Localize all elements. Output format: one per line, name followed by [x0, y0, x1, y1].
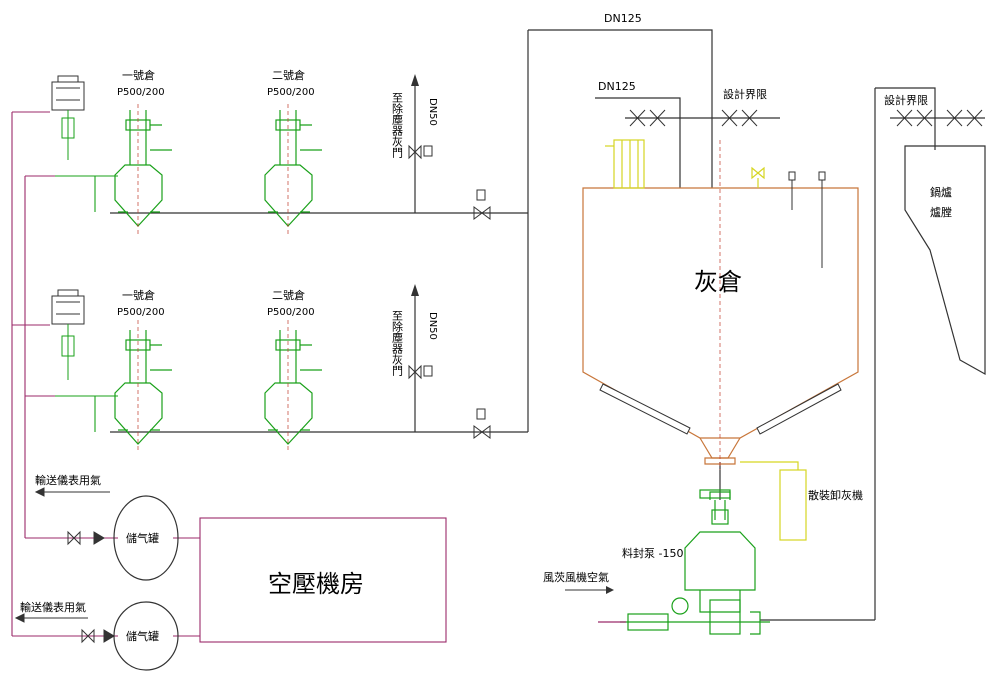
vessel-2	[264, 110, 322, 227]
dn125-inner-label: DN125	[598, 80, 636, 93]
silo-bag-filter	[605, 139, 645, 189]
dn50-label-1: DN50	[427, 98, 438, 126]
vessel-4	[264, 330, 322, 445]
boundary-label-1: 設計界限	[723, 87, 767, 101]
seal-pump-label: 料封泵 -150	[622, 546, 683, 560]
vessel-2-model: P500/200	[267, 87, 315, 98]
boundary-x-marks	[629, 109, 983, 127]
silo-top-instruments	[788, 171, 826, 268]
vessel-air-feeds	[55, 175, 118, 432]
vessel-3-name: 一號倉	[122, 288, 155, 302]
silo-fluidizers	[599, 383, 842, 435]
silo-safety-valve	[751, 166, 765, 188]
vessel-2-name: 二號倉	[272, 68, 305, 82]
air-tanks	[113, 495, 179, 671]
air-tank-2	[113, 601, 179, 671]
instrument-air-label-1: 輸送儀表用氣	[35, 473, 101, 487]
instrument-air-label-2: 輸送儀表用氣	[20, 600, 86, 614]
air-tank-1-label: 儲气罐	[126, 531, 159, 545]
vessel-4-name: 二號倉	[272, 288, 305, 302]
vessel-1-name: 一號倉	[122, 68, 155, 82]
ash-silo	[582, 187, 859, 465]
ash-silo-label: 灰倉	[694, 268, 742, 296]
conveying-pipes	[110, 29, 985, 621]
vessel-4-model: P500/200	[267, 307, 315, 318]
vessel-3	[114, 330, 172, 445]
dust-valve-label-2: 至除塵器灰門	[391, 310, 404, 377]
boundary-label-2: 設計界限	[884, 93, 928, 107]
boiler-label-2: 爐膛	[930, 205, 952, 219]
dn50-arrows	[411, 74, 419, 296]
compressor-room-label: 空壓機房	[268, 570, 364, 598]
bulk-unloader	[740, 461, 807, 541]
dn50-label-2: DN50	[427, 312, 438, 340]
boiler-label-1: 鍋爐	[930, 185, 952, 199]
seal-pump	[620, 489, 770, 635]
air-tank-2-label: 儲气罐	[126, 629, 159, 643]
dust-valve-label-1: 至除塵器灰門	[391, 92, 404, 159]
control-cabinets	[51, 75, 85, 380]
air-tank-1	[113, 495, 179, 581]
vessel-centerlines	[137, 104, 289, 452]
bulk-unloader-label: 散裝卸灰機	[808, 488, 863, 502]
tank-valves	[67, 530, 115, 644]
vessel-1-model: P500/200	[117, 87, 165, 98]
main-line-valves	[408, 144, 491, 439]
instrument-air-arrows	[14, 487, 110, 623]
vessel-3-model: P500/200	[117, 307, 165, 318]
roots-air-arrow-head	[606, 586, 614, 594]
roots-air-label: 風茨風機空氣	[543, 570, 609, 584]
boiler	[904, 145, 986, 376]
dn125-top-label: DN125	[604, 12, 642, 25]
vessel-1	[114, 110, 172, 227]
compressor-air-pipes	[11, 111, 447, 643]
